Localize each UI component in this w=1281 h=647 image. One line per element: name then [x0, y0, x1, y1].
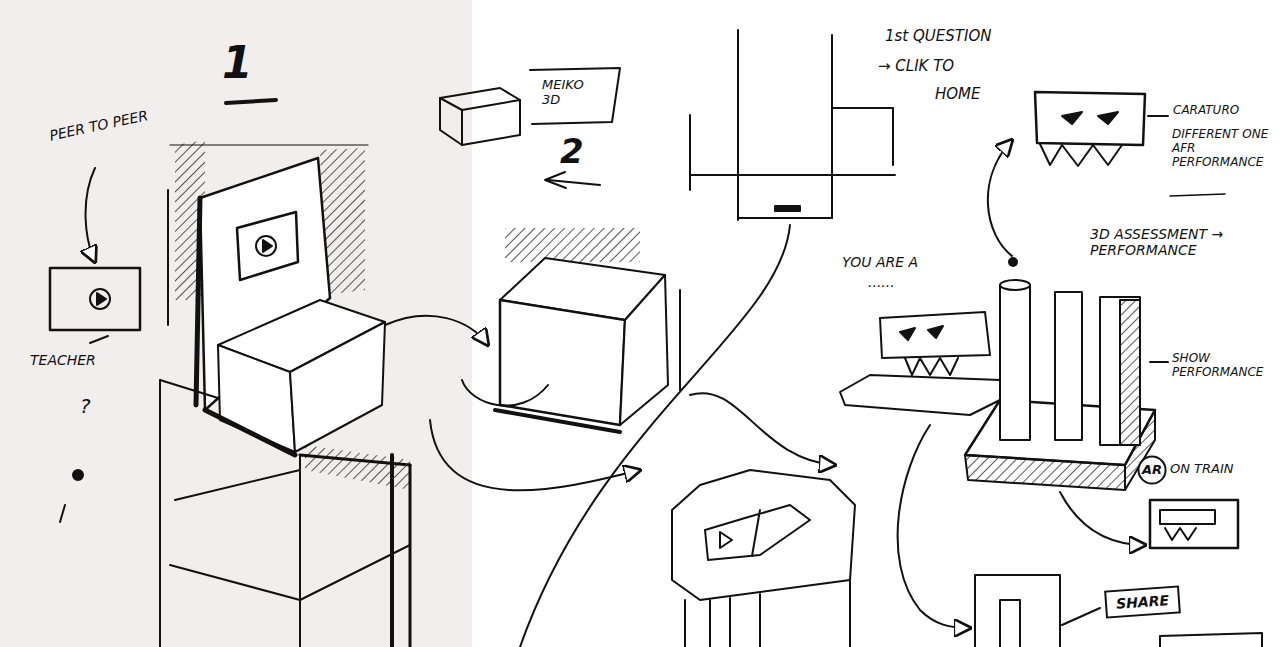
- sketch-note: 1st QUESTION: [885, 28, 991, 45]
- sketch-note: DIFFERENT ONE AFR PERFORMANCE: [1172, 128, 1277, 169]
- sketch-note: ......: [868, 274, 895, 290]
- sketch-note: ?: [80, 395, 91, 418]
- sketch-note: 3D ASSESSMENT → PERFORMANCE: [1090, 226, 1275, 258]
- sketch-note: → CLIK TO: [878, 58, 954, 75]
- node-text: SHARE: [1116, 592, 1170, 612]
- sketch-note: CARATURO: [1173, 104, 1239, 118]
- sketch-note: YOU ARE A: [842, 254, 918, 270]
- circled-tag: AR: [1137, 455, 1167, 485]
- button-box: SHARE: [1104, 585, 1181, 618]
- sketch-note: 2: [560, 132, 584, 171]
- sketch-note: HOME: [935, 86, 981, 103]
- left-panel: [0, 0, 472, 647]
- node-text: AR: [1142, 463, 1162, 478]
- sketch-note: TEACHER: [30, 352, 96, 368]
- sketch-note: SHOW PERFORMANCE: [1172, 352, 1277, 380]
- sketch-note: 1: [222, 38, 253, 89]
- sketch-note: MEIKO 3D: [542, 78, 604, 108]
- sketch-note: ON TRAIN: [1170, 462, 1234, 477]
